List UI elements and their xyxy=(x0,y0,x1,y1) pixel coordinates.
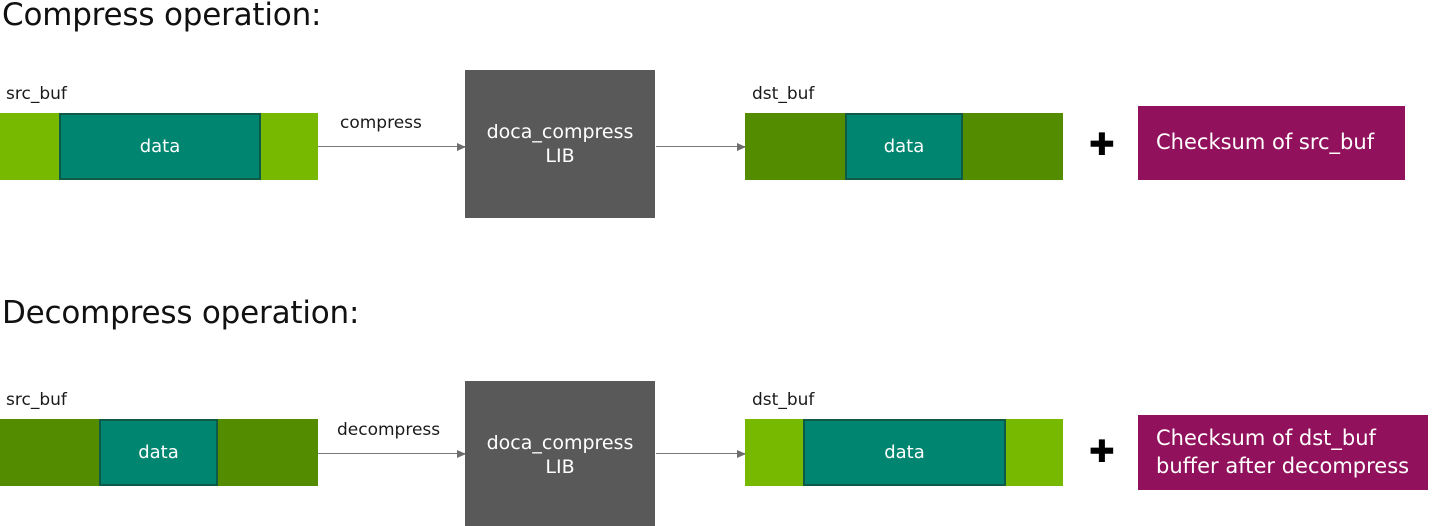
decompress-section-title: Decompress operation: xyxy=(2,295,360,331)
decompress-src-buf-bar: data xyxy=(0,419,318,486)
compress-src-data-label: data xyxy=(139,135,181,157)
compress-dst-buf-bar: data xyxy=(745,113,1063,180)
compress-arrow-label: compress xyxy=(340,113,422,133)
compress-output-arrow xyxy=(656,142,746,151)
decompress-output-arrow-shaft xyxy=(656,453,745,454)
decompress-arrow-label: decompress xyxy=(337,420,441,440)
decompress-src-data-block: data xyxy=(99,419,218,486)
compress-src-buf-caption: src_buf xyxy=(6,84,67,104)
decompress-plus-icon: ✚ xyxy=(1089,434,1115,470)
decompress-src-buf-caption: src_buf xyxy=(6,390,67,410)
decompress-dst-buf-bar: data xyxy=(745,419,1063,486)
decompress-lib-box: doca_compress LIB xyxy=(465,381,655,526)
compress-dst-buf-caption: dst_buf xyxy=(752,84,815,104)
compress-output-arrow-head xyxy=(737,142,746,151)
compress-output-arrow-shaft xyxy=(656,146,745,147)
compress-section-title: Compress operation: xyxy=(2,0,322,33)
compress-plus-icon: ✚ xyxy=(1089,127,1115,163)
compress-src-data-block: data xyxy=(59,113,261,180)
compress-lib-label: doca_compress LIB xyxy=(486,120,634,167)
compress-src-buf-bar: data xyxy=(0,113,318,180)
decompress-arrow-head xyxy=(457,449,466,458)
decompress-output-arrow xyxy=(656,449,746,458)
compress-dst-data-label: data xyxy=(883,135,925,157)
compress-checksum-box: Checksum of src_buf xyxy=(1138,106,1405,180)
compress-dst-data-block: data xyxy=(845,113,963,180)
decompress-dst-buf-caption: dst_buf xyxy=(752,390,815,410)
compress-arrow xyxy=(318,142,466,151)
decompress-checksum-label: Checksum of dst_buf buffer after decompr… xyxy=(1156,425,1410,478)
compress-arrow-shaft xyxy=(318,146,465,147)
decompress-lib-label: doca_compress LIB xyxy=(486,431,634,478)
compress-checksum-label: Checksum of src_buf xyxy=(1156,130,1375,155)
decompress-dst-data-block: data xyxy=(803,419,1006,486)
compress-arrow-head xyxy=(457,142,466,151)
decompress-arrow xyxy=(318,449,466,458)
decompress-dst-data-label: data xyxy=(884,441,925,463)
decompress-checksum-box: Checksum of dst_buf buffer after decompr… xyxy=(1138,415,1428,490)
decompress-output-arrow-head xyxy=(737,449,746,458)
decompress-src-data-label: data xyxy=(138,441,179,463)
compress-lib-box: doca_compress LIB xyxy=(465,70,655,218)
decompress-arrow-shaft xyxy=(318,453,465,454)
